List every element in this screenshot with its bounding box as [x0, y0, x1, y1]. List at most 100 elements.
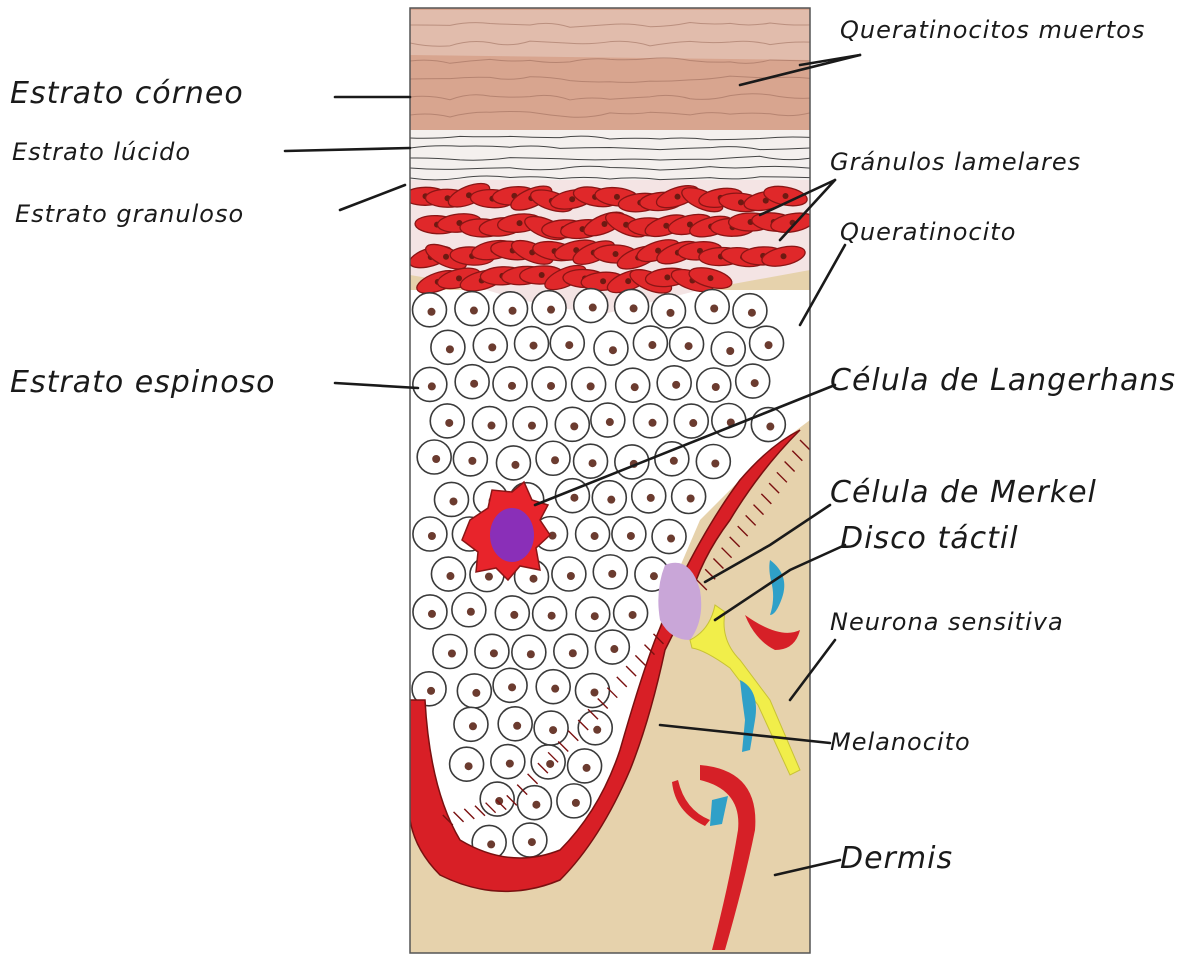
label-dead-keratinocytes: Queratinocitos muertos — [840, 16, 1145, 44]
keratinocyte-nucleus — [589, 459, 597, 467]
keratinocyte-nucleus — [672, 381, 680, 389]
keratinocyte-nucleus — [589, 304, 597, 312]
keratinocyte-nucleus — [590, 689, 598, 697]
granular-nucleus — [664, 274, 670, 280]
keratinocyte-nucleus — [547, 306, 555, 314]
granular-nucleus — [625, 278, 631, 284]
keratinocyte-nucleus — [572, 799, 580, 807]
keratinocyte-nucleus — [511, 461, 519, 469]
keratinocyte-nucleus — [649, 419, 657, 427]
granular-nucleus — [569, 196, 575, 202]
keratinocyte-nucleus — [593, 726, 601, 734]
label-stratum-spinosum: Estrato espinoso — [10, 365, 276, 400]
keratinocyte-nucleus — [685, 342, 693, 350]
keratinocyte-nucleus — [528, 422, 536, 430]
granular-nucleus — [456, 275, 462, 281]
keratinocyte-nucleus — [470, 380, 478, 388]
granular-nucleus — [781, 253, 787, 259]
keratinocyte-nucleus — [485, 573, 493, 581]
keratinocyte-nucleus — [591, 612, 599, 620]
label-stratum-granulosum: Estrato granuloso — [15, 200, 244, 228]
keratinocyte-nucleus — [527, 650, 535, 658]
label-langerhans-cell: Célula de Langerhans — [830, 363, 1176, 398]
granular-nucleus — [613, 251, 619, 257]
keratinocyte-nucleus — [648, 341, 656, 349]
keratinocyte-nucleus — [488, 343, 496, 351]
granular-nucleus — [783, 193, 789, 199]
keratinocyte-nucleus — [570, 494, 578, 502]
keratinocyte-nucleus — [627, 532, 635, 540]
keratinocyte-nucleus — [565, 341, 573, 349]
langerhans-nucleus — [490, 508, 534, 562]
keratinocyte-nucleus — [513, 722, 521, 730]
keratinocyte-nucleus — [448, 650, 456, 658]
keratinocyte-nucleus — [469, 722, 477, 730]
keratinocyte-nucleus — [751, 379, 759, 387]
keratinocyte-nucleus — [508, 382, 516, 390]
keratinocyte-nucleus — [472, 689, 480, 697]
keratinocyte-nucleus — [465, 762, 473, 770]
keratinocyte-nucleus — [712, 383, 720, 391]
keratinocyte-nucleus — [631, 383, 639, 391]
keratinocyte-nucleus — [551, 685, 559, 693]
granular-nucleus — [738, 199, 744, 205]
keratinocyte-nucleus — [551, 456, 559, 464]
granular-nucleus — [600, 278, 606, 284]
keratinocyte-nucleus — [583, 764, 591, 772]
keratinocyte-nucleus — [427, 308, 435, 316]
keratinocyte-nucleus — [629, 611, 637, 619]
keratinocyte-nucleus — [510, 611, 518, 619]
label-lamellar-granules: Gránulos lamelares — [830, 148, 1081, 176]
leader-lucidum — [285, 148, 410, 151]
keratinocyte-nucleus — [667, 535, 675, 543]
keratinocyte-nucleus — [470, 307, 478, 315]
keratinocyte-nucleus — [432, 455, 440, 463]
keratinocyte-nucleus — [445, 419, 453, 427]
keratinocyte-nucleus — [610, 645, 618, 653]
granular-nucleus — [443, 254, 449, 260]
keratinocyte-nucleus — [446, 572, 454, 580]
keratinocyte-nucleus — [428, 610, 436, 618]
keratinocyte-nucleus — [670, 457, 678, 465]
keratinocyte-nucleus — [765, 341, 773, 349]
keratinocyte-nucleus — [532, 801, 540, 809]
keratinocyte-nucleus — [748, 309, 756, 317]
keratinocyte-nucleus — [446, 345, 454, 353]
granular-nucleus — [517, 220, 523, 226]
keratinocyte-nucleus — [427, 687, 435, 695]
keratinocyte-nucleus — [509, 307, 517, 315]
granular-nucleus — [675, 194, 681, 200]
keratinocyte-nucleus — [591, 532, 599, 540]
leader-granulosum — [340, 185, 405, 210]
keratinocyte-nucleus — [490, 649, 498, 657]
keratinocyte-nucleus — [487, 840, 495, 848]
keratinocyte-nucleus — [609, 346, 617, 354]
keratinocyte-nucleus — [468, 457, 476, 465]
keratinocyte-nucleus — [508, 683, 516, 691]
keratinocyte-nucleus — [428, 382, 436, 390]
keratinocyte-nucleus — [608, 570, 616, 578]
keratinocyte-nucleus — [587, 382, 595, 390]
keratinocyte-nucleus — [495, 797, 503, 805]
keratinocyte-nucleus — [467, 608, 475, 616]
keratinocyte-nucleus — [689, 419, 697, 427]
keratinocyte-nucleus — [650, 572, 658, 580]
keratinocyte-nucleus — [528, 838, 536, 846]
granular-nucleus — [707, 275, 713, 281]
keratinocyte-nucleus — [530, 342, 538, 350]
keratinocyte-nucleus — [710, 304, 718, 312]
keratinocyte-nucleus — [547, 382, 555, 390]
granular-nucleus — [539, 272, 545, 278]
label-stratum-lucidum: Estrato lúcido — [12, 138, 191, 166]
corneum-sheen — [410, 10, 810, 60]
keratinocyte-nucleus — [506, 760, 514, 768]
label-keratinocyte: Queratinocito — [840, 218, 1016, 246]
label-melanocyte: Melanocito — [830, 728, 971, 756]
keratinocyte-nucleus — [687, 495, 695, 503]
keratinocyte-nucleus — [488, 422, 496, 430]
label-sensory-neuron: Neurona sensitiva — [830, 608, 1064, 636]
keratinocyte-nucleus — [666, 309, 674, 317]
label-stratum-corneum: Estrato córneo — [10, 76, 244, 111]
